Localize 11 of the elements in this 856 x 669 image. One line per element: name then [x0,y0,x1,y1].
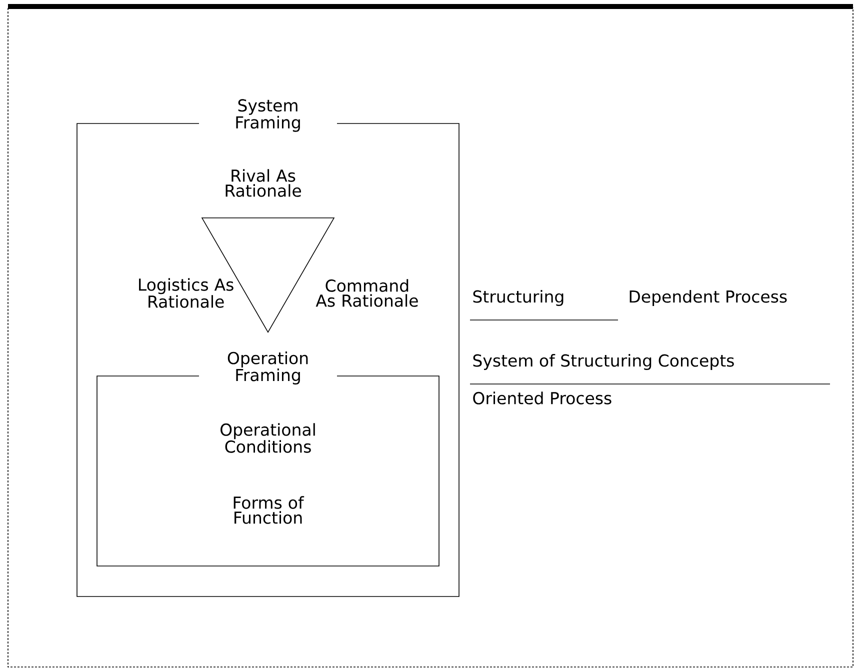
frame-heading: System Framing [199,99,337,132]
term-label: Structuring [473,290,564,306]
corner-label: Command As Rationale [316,279,418,307]
box-text: Operational Conditions [220,423,315,453]
corner-label: Rival As Rationale [226,169,301,197]
box-text: Forms of Function [234,496,304,524]
corner-label: Logistics As Rationale [139,278,234,308]
term-label: Oriented Process [473,392,612,404]
term-label: Dependent Process [630,290,787,306]
term-label: System of Structuring Concepts [473,354,734,370]
frame-heading: Operation Framing [199,352,337,384]
